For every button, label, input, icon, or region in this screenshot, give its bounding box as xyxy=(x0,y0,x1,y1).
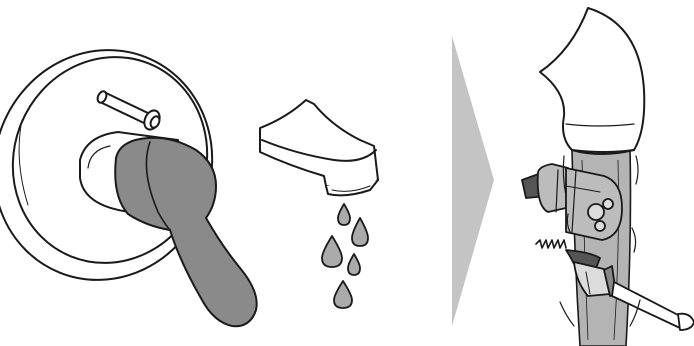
mixer-valve-assembly xyxy=(0,17,257,326)
water-drop-icon xyxy=(334,281,352,308)
tap-spout xyxy=(540,8,644,154)
water-drop-icon xyxy=(348,254,360,275)
arrow-right-icon xyxy=(452,36,494,326)
water-drop-icon xyxy=(352,218,368,246)
spout xyxy=(260,100,378,195)
water-drop-icon xyxy=(338,204,350,225)
water-drop-icon xyxy=(322,236,342,267)
spring-icon xyxy=(536,240,566,248)
water-drops xyxy=(322,204,368,308)
